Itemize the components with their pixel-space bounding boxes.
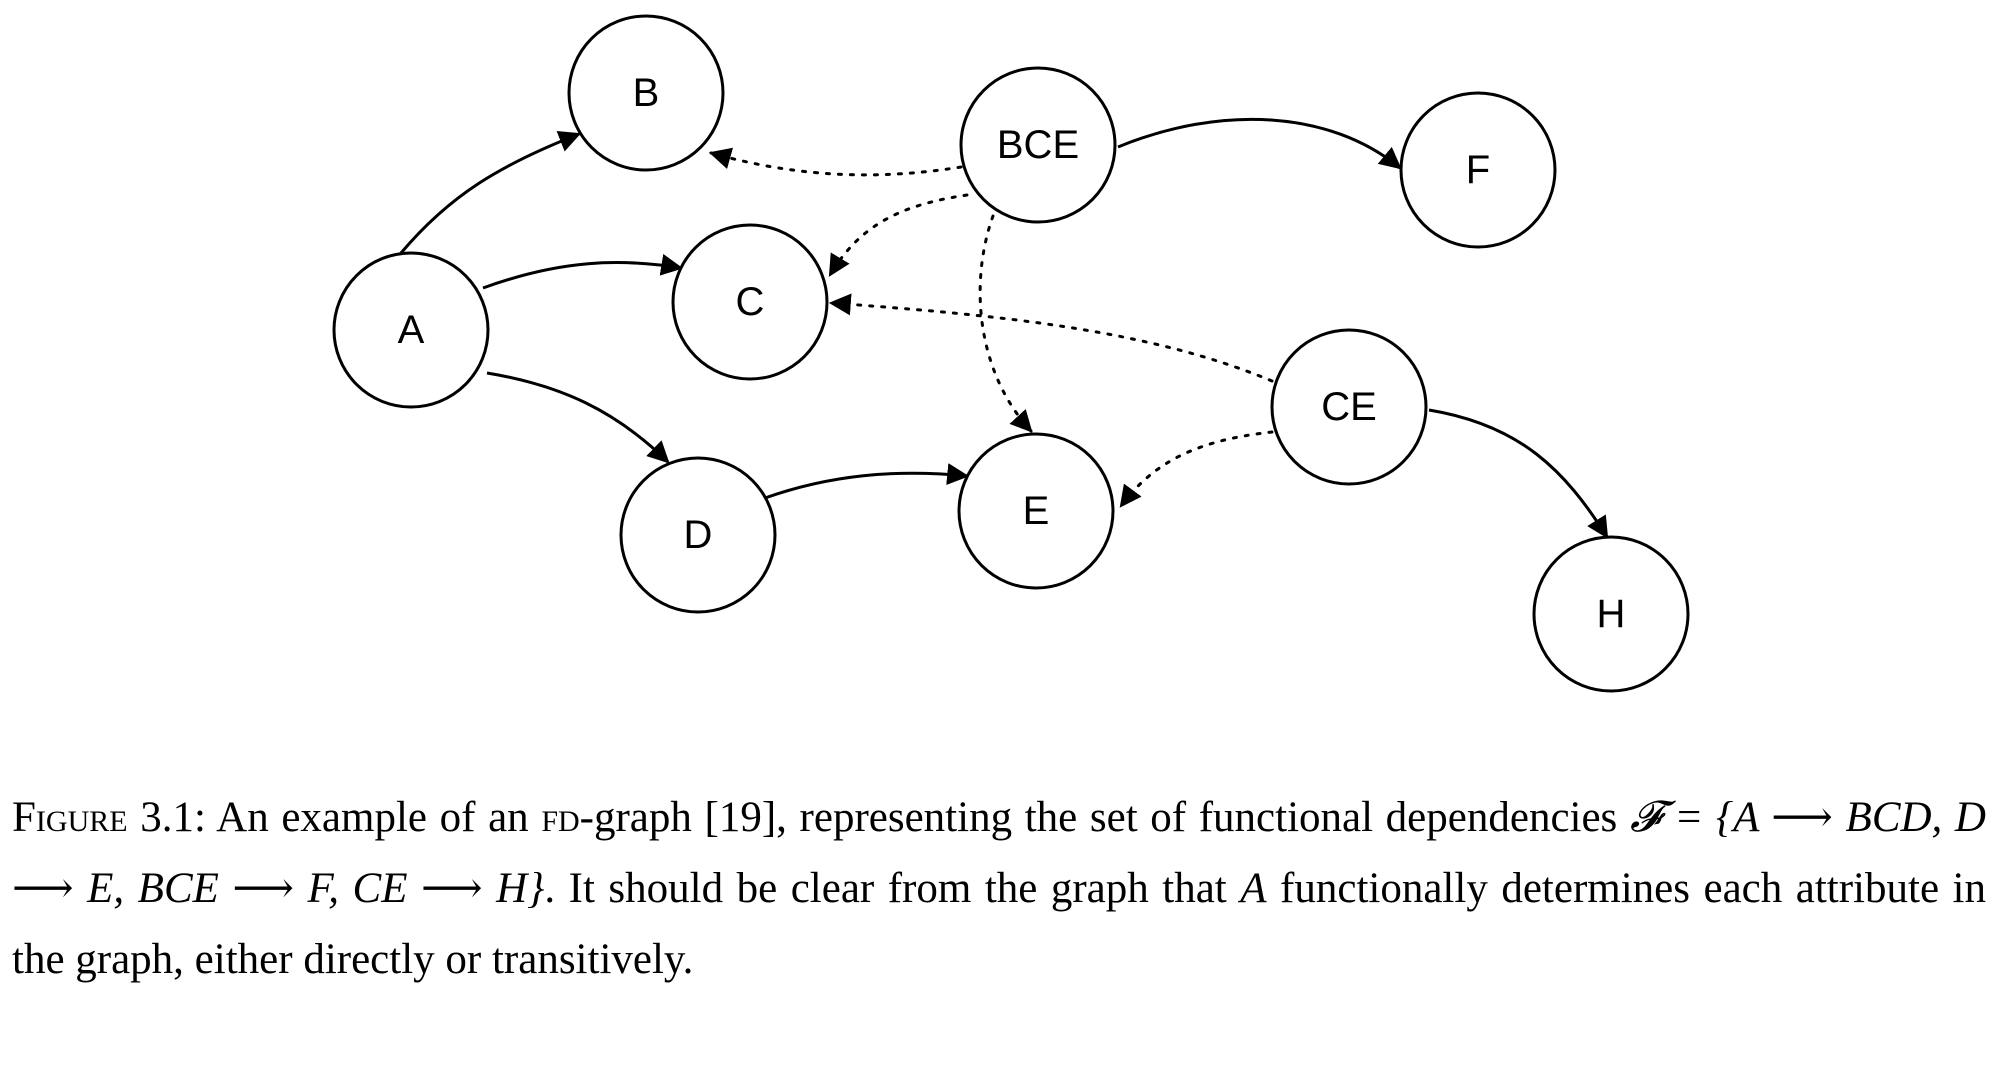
edge-A-D [486, 371, 670, 464]
edge-A-B [399, 130, 582, 254]
node-C: C [671, 223, 829, 381]
node-F: F [1399, 91, 1557, 249]
fd-graph-diagram: A B C D E F H BCE CE [332, 14, 1690, 693]
node-B: B [567, 14, 725, 172]
caption-text-part-3: . It should be clear from the graph that [544, 865, 1241, 912]
node-label-D: D [684, 513, 713, 557]
edge-BCE-C [828, 193, 969, 277]
node-label-B: B [633, 71, 660, 115]
node-label-H: H [1597, 592, 1626, 636]
node-BCE: BCE [959, 66, 1117, 224]
caption-fd-term: fd [541, 794, 580, 841]
edge-BCE-B [708, 147, 963, 177]
node-label-C: C [736, 280, 765, 324]
edge-CE-E [1119, 430, 1274, 508]
caption-text-part-1: An example of an [205, 794, 542, 841]
node-label-F: F [1466, 148, 1490, 192]
node-D: D [619, 456, 777, 614]
node-label-CE: CE [1321, 385, 1377, 429]
edge-CE-H [1428, 408, 1609, 539]
node-CE: CE [1270, 328, 1428, 486]
node-E: E [957, 432, 1115, 590]
caption-attribute-a-math: A [1240, 865, 1267, 912]
node-A: A [332, 251, 490, 409]
figure-caption: Figure 3.1: An example of an fd-graph [1… [12, 782, 1986, 995]
node-label-BCE: BCE [997, 123, 1079, 167]
figure-label: Figure 3.1: [12, 794, 206, 841]
caption-fd-set-math: 𝓕 = {A ⟶ BCD, D ⟶ E, BCE ⟶ F, CE ⟶ H} [12, 794, 1986, 912]
node-label-E: E [1023, 489, 1050, 533]
node-label-A: A [398, 308, 425, 352]
edge-BCE-F [1117, 117, 1402, 170]
edge-A-C [482, 253, 684, 290]
edge-CE-C [828, 293, 1274, 383]
edge-D-E [764, 463, 970, 500]
node-H: H [1532, 535, 1690, 693]
edge-BCE-E [978, 214, 1033, 433]
caption-text-part-4: functionally determines each attribute i… [12, 865, 1986, 983]
caption-text-part-2: -graph [19], representing the set of fun… [579, 794, 1630, 841]
